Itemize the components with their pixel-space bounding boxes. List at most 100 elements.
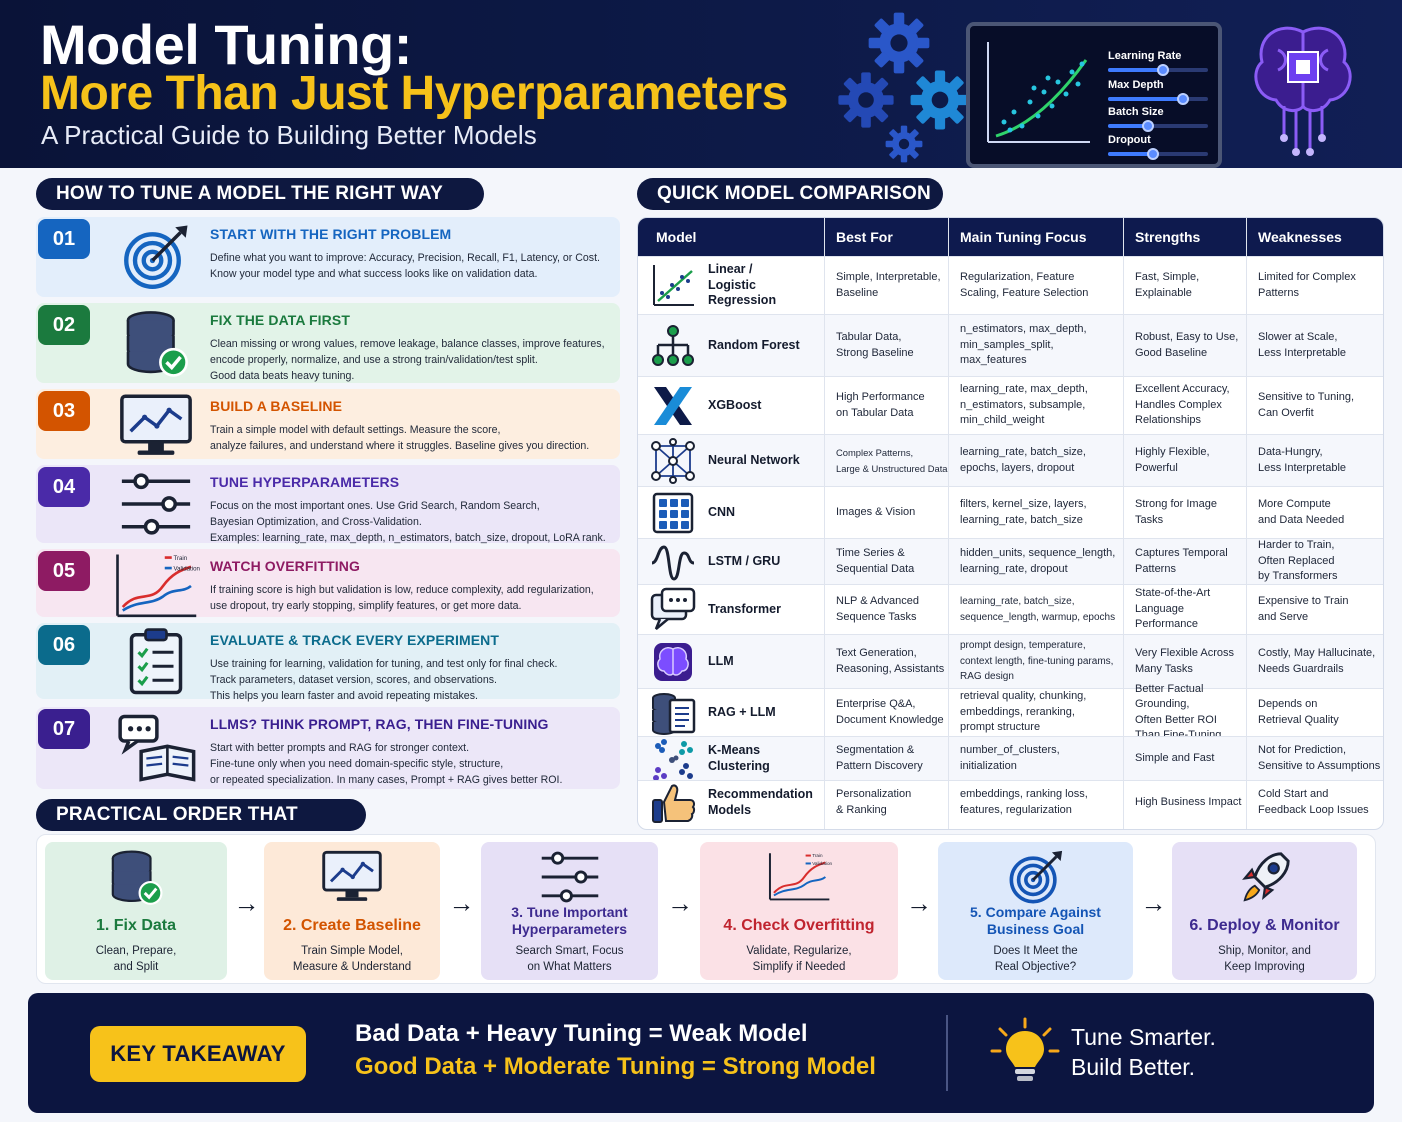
laptop-illustration: Learning Rate Max Depth Batch Size Dropo… <box>944 22 1244 168</box>
model-best-for: NLP & Advanced Sequence Tasks <box>836 595 919 623</box>
table-column-divider <box>1123 218 1124 829</box>
table-row: LSTM / GRU Time Series & Sequential Data… <box>638 538 1383 584</box>
table-row: Transformer NLP & Advanced Sequence Task… <box>638 584 1383 634</box>
model-tuning-focus: Regularization, Feature Scaling, Feature… <box>960 271 1089 299</box>
model-strengths: Simple and Fast <box>1135 751 1215 764</box>
flow-step-title: 2. Create Baseline <box>283 917 421 934</box>
takeaway-tagline-2: Build Better. <box>1071 1054 1196 1080</box>
model-weaknesses: Harder to Train, Often Replaced by Trans… <box>1258 539 1338 583</box>
flow-step-title: 4. Check Overfitting <box>723 917 875 934</box>
clipboard-checklist-icon <box>129 628 183 695</box>
sliders-icon <box>541 851 598 903</box>
table-column-divider <box>824 218 825 829</box>
takeaway-line-bad: Bad Data + Heavy Tuning = Weak Model <box>355 1020 808 1047</box>
model-best-for: Simple, Interpretable, Baseline <box>836 271 941 299</box>
model-best-for: Segmentation & Pattern Discovery <box>836 744 923 772</box>
step-title: EVALUATE & TRACK EVERY EXPERIMENT <box>210 632 500 648</box>
table-row: K-Means Clustering Segmentation & Patter… <box>638 736 1383 782</box>
model-name: Neural Network <box>708 452 800 467</box>
model-tuning-focus: learning_rate, batch_size, sequence_leng… <box>960 596 1116 623</box>
step-description: Define what you want to improve: Accurac… <box>210 252 600 280</box>
database-check-icon <box>126 311 188 377</box>
flow-step-subtitle: Does It Meet the Real Objective? <box>993 945 1078 973</box>
model-icon <box>650 490 696 536</box>
flow-step-card: 3. Tune Important Hyperparameters Search… <box>481 842 658 980</box>
section-title-comparison: QUICK MODEL COMPARISON <box>637 178 943 210</box>
flow-step-subtitle: Validate, Regularize, Simplify if Needed <box>746 945 852 973</box>
table-header-best-for: Best For <box>836 229 893 245</box>
sliders-icon <box>121 473 191 535</box>
table-column-divider <box>948 218 949 829</box>
flow-step-icon <box>537 848 603 911</box>
model-strengths: Captures Temporal Patterns <box>1135 547 1228 575</box>
model-tuning-focus: learning_rate, max_depth, n_estimators, … <box>960 383 1088 427</box>
gear-icon <box>910 70 970 130</box>
scatter-trend-icon <box>987 42 1090 143</box>
model-weaknesses: Cold Start and Feedback Loop Issues <box>1258 788 1369 816</box>
step-title: START WITH THE RIGHT PROBLEM <box>210 226 452 242</box>
monitor-chart-icon <box>322 850 382 901</box>
tree-icon <box>652 325 694 366</box>
step-description: Train a simple model with default settin… <box>210 424 590 452</box>
model-weaknesses: Sensitive to Tuning, Can Overfit <box>1258 391 1355 419</box>
model-weaknesses: Not for Prediction, Sensitive to Assumpt… <box>1258 744 1381 772</box>
flow-step-subtitle: Search Smart, Focus on What Matters <box>515 945 624 973</box>
slider-batch-size <box>1108 120 1208 132</box>
model-strengths: Better Factual Grounding, Often Better R… <box>1135 682 1222 742</box>
model-tuning-focus: number_of_clusters, initialization <box>960 744 1060 772</box>
model-icon <box>650 263 696 309</box>
model-name: LLM <box>708 653 734 668</box>
model-weaknesses: Depends on Retrieval Quality <box>1258 698 1339 726</box>
flow-step-title: 3. Tune Important Hyperparameters <box>511 904 628 937</box>
model-best-for: Time Series & Sequential Data <box>836 547 915 575</box>
model-strengths: Very Flexible Across Many Tasks <box>1135 647 1235 675</box>
model-name: Linear / Logistic Regression <box>708 262 777 308</box>
chat-book-icon <box>118 714 196 782</box>
model-name: RAG + LLM <box>708 704 776 719</box>
takeaway-tagline-1: Tune Smarter. <box>1071 1024 1216 1050</box>
step-number: 01 <box>38 219 90 259</box>
svg-text:Train: Train <box>812 853 823 858</box>
model-icon <box>650 736 696 782</box>
flow-step-card: 2. Create Baseline Train Simple Model, M… <box>264 842 440 980</box>
step-description: Focus on the most important ones. Use Gr… <box>210 500 606 544</box>
model-icon <box>650 438 696 484</box>
table-row: LLM Text Generation, Reasoning, Assistan… <box>638 634 1383 688</box>
page-subtitle: A Practical Guide to Building Better Mod… <box>41 120 537 150</box>
flow-step-icon <box>319 848 385 911</box>
model-icon <box>650 383 696 429</box>
svg-text:Validation: Validation <box>174 565 200 572</box>
model-icon <box>650 323 696 369</box>
arrow-right-icon: → <box>906 888 932 918</box>
gear-icon <box>868 12 930 74</box>
model-icon <box>650 780 696 826</box>
step-title: FIX THE DATA FIRST <box>210 312 350 328</box>
step-card: 04 TUNE HYPERPARAMETERS Focus on the mos… <box>36 465 620 544</box>
key-takeaway-badge: KEY TAKEAWAY <box>90 1026 306 1082</box>
model-strengths: Highly Flexible, Powerful <box>1135 446 1210 474</box>
model-strengths: High Business Impact <box>1135 795 1242 808</box>
clusters-icon <box>653 739 693 781</box>
slider-dropout <box>1108 148 1208 160</box>
flow-step-title: 5. Compare Against Business Goal <box>970 904 1101 937</box>
table-header-weaknesses: Weaknesses <box>1258 229 1342 245</box>
step-card: 03 BUILD A BASELINE Train a simple model… <box>36 389 620 459</box>
step-description: Start with better prompts and RAG for st… <box>210 742 563 786</box>
model-name: XGBoost <box>708 397 762 412</box>
step-number: 05 <box>38 551 90 591</box>
step-number: 07 <box>38 709 90 749</box>
step-description: Use training for learning, validation fo… <box>210 658 558 702</box>
model-name: LSTM / GRU <box>708 553 781 568</box>
table-column-divider <box>1246 218 1247 829</box>
network-icon <box>651 438 695 484</box>
model-name: Recommendation Models <box>708 787 813 817</box>
header-banner: Model Tuning: More Than Just Hyperparame… <box>0 0 1402 168</box>
monitor-chart-icon <box>120 394 192 455</box>
step-number: 03 <box>38 391 90 431</box>
svg-text:Validation: Validation <box>812 861 832 866</box>
model-best-for: Complex Patterns, Large & Unstructured D… <box>836 447 948 474</box>
